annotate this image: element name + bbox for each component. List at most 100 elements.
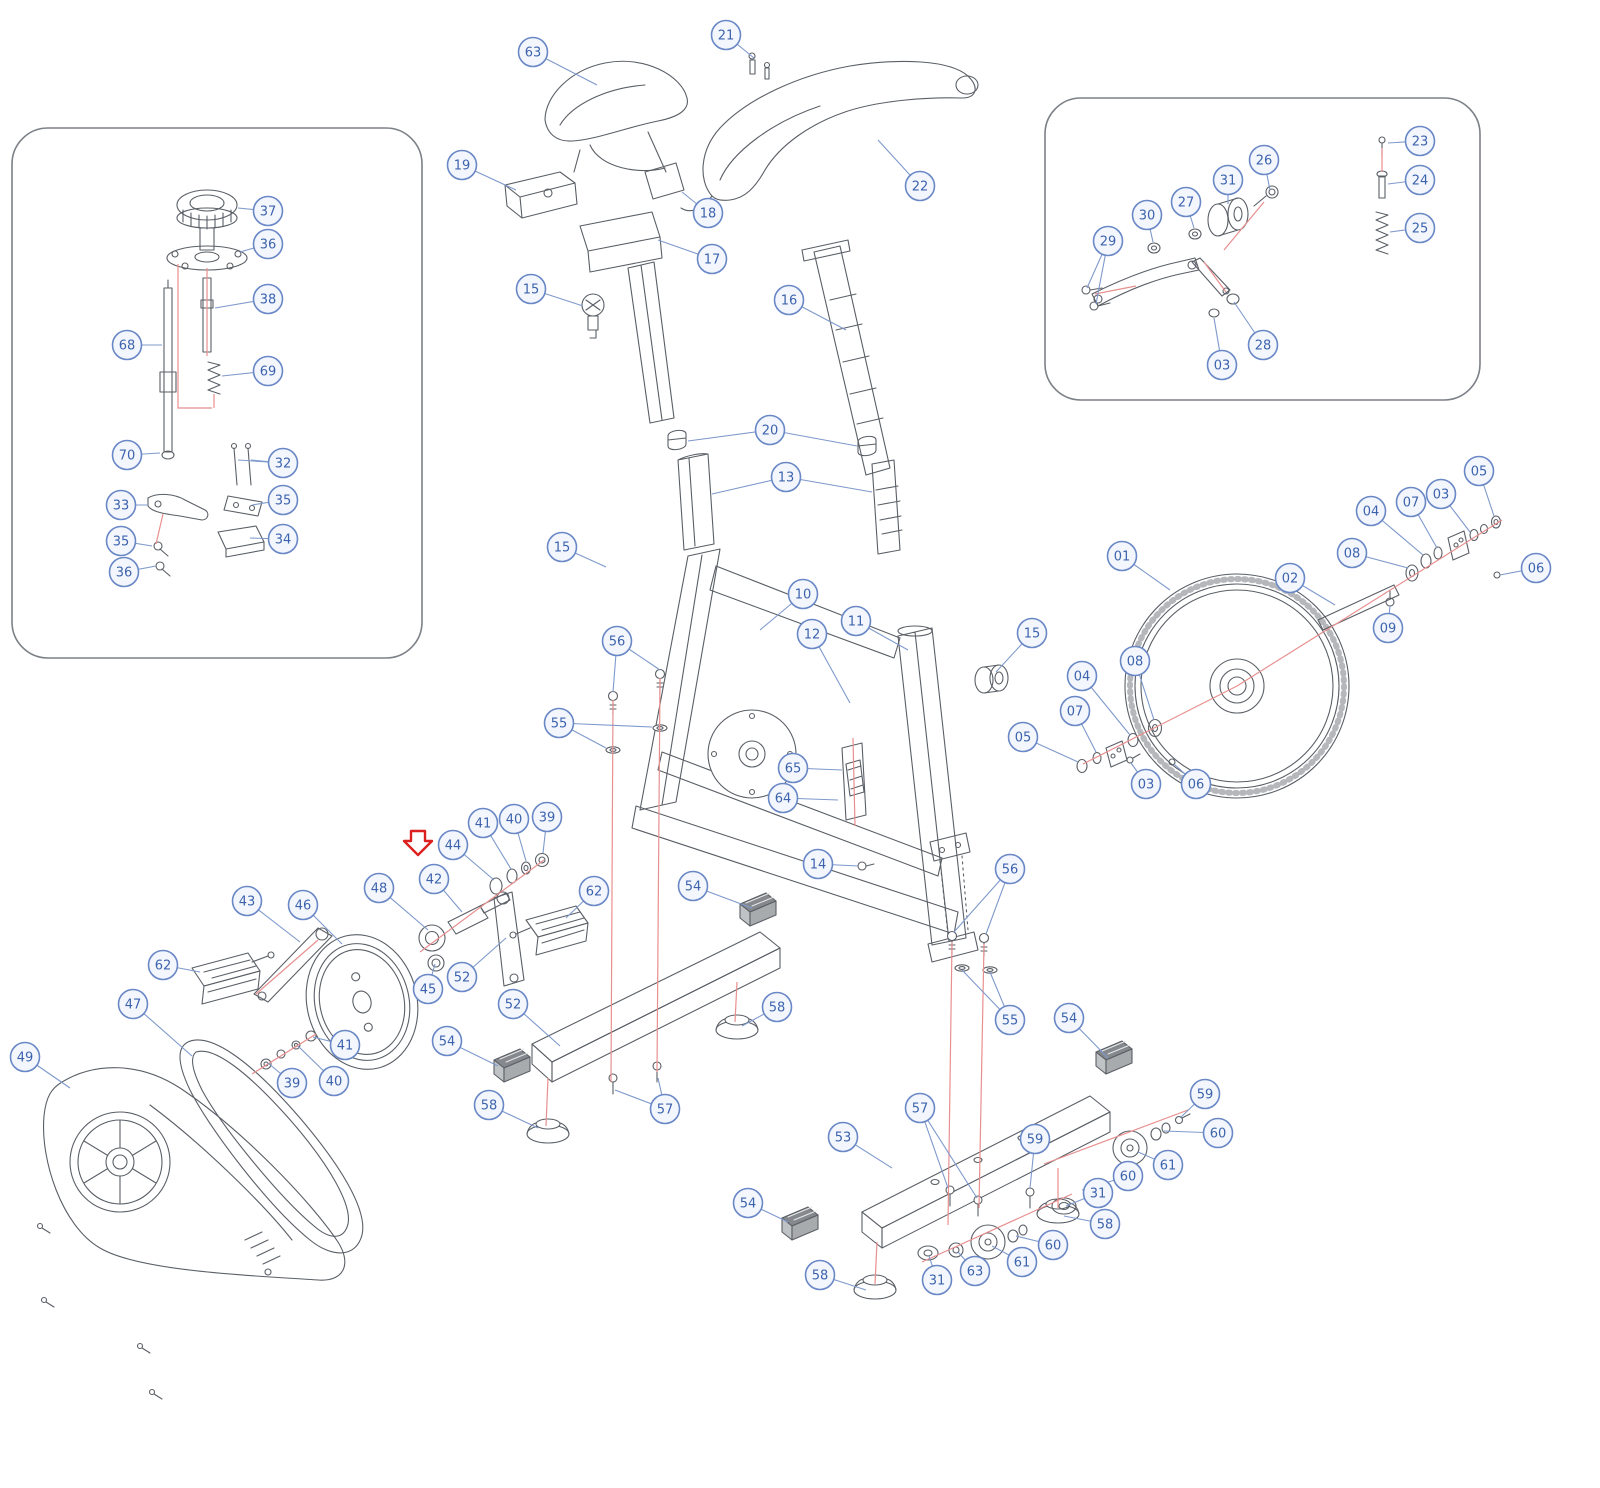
callout-10[interactable]: 10 — [759, 578, 819, 631]
callout-03[interactable]: 03 — [1130, 762, 1162, 800]
callout-18[interactable]: 18 — [681, 191, 724, 229]
callout-23[interactable]: 23 — [1387, 125, 1436, 157]
callout-56[interactable]: 56 — [601, 625, 661, 693]
callout-47[interactable]: 47 — [117, 988, 193, 1057]
callout-04[interactable]: 04 — [1066, 660, 1131, 736]
callout-17[interactable]: 17 — [657, 239, 728, 275]
callout-26[interactable]: 26 — [1248, 144, 1280, 191]
svg-text:55: 55 — [551, 717, 568, 732]
callout-31[interactable]: 31 — [1065, 1177, 1114, 1209]
callout-29[interactable]: 29 — [1086, 225, 1124, 305]
callout-37[interactable]: 37 — [237, 195, 284, 227]
callout-14[interactable]: 14 — [802, 848, 859, 880]
callout-05[interactable]: 05 — [1007, 721, 1079, 763]
callout-35[interactable]: 35 — [251, 484, 299, 516]
callout-06[interactable]: 06 — [1173, 763, 1212, 800]
callout-58[interactable]: 58 — [804, 1259, 867, 1291]
callout-40[interactable]: 40 — [297, 1045, 350, 1097]
callout-41[interactable]: 41 — [312, 1029, 361, 1061]
callout-01[interactable]: 01 — [1106, 540, 1171, 591]
callout-08[interactable]: 08 — [1119, 645, 1155, 721]
callout-06[interactable]: 06 — [1499, 552, 1552, 584]
callout-54[interactable]: 54 — [732, 1187, 789, 1223]
callout-43[interactable]: 43 — [231, 885, 301, 943]
callout-11[interactable]: 11 — [840, 605, 909, 651]
callout-70[interactable]: 70 — [111, 439, 161, 471]
callout-03[interactable]: 03 — [1206, 317, 1238, 381]
callout-69[interactable]: 69 — [221, 355, 284, 387]
callout-21[interactable]: 21 — [710, 19, 755, 59]
callout-34[interactable]: 34 — [249, 523, 299, 555]
callout-41[interactable]: 41 — [467, 807, 512, 870]
callout-59[interactable]: 59 — [1019, 1123, 1051, 1189]
callout-58[interactable]: 58 — [1063, 1208, 1121, 1240]
callout-61[interactable]: 61 — [1137, 1149, 1184, 1181]
callout-25[interactable]: 25 — [1389, 212, 1436, 244]
callout-61[interactable]: 61 — [991, 1245, 1038, 1278]
callout-52[interactable]: 52 — [497, 988, 561, 1047]
callout-60[interactable]: 60 — [1163, 1117, 1234, 1149]
callout-62[interactable]: 62 — [147, 949, 201, 981]
callout-64[interactable]: 64 — [767, 782, 839, 814]
callout-55[interactable]: 55 — [543, 707, 653, 749]
callout-38[interactable]: 38 — [214, 283, 284, 315]
callout-24[interactable]: 24 — [1387, 164, 1436, 196]
callout-08[interactable]: 08 — [1336, 537, 1409, 569]
callout-44[interactable]: 44 — [437, 829, 495, 881]
callout-35[interactable]: 35 — [105, 525, 153, 557]
callout-63[interactable]: 63 — [957, 1251, 991, 1287]
callout-30[interactable]: 30 — [1131, 199, 1163, 243]
callout-22[interactable]: 22 — [877, 139, 936, 202]
callout-55[interactable]: 55 — [961, 969, 1026, 1036]
callout-54[interactable]: 54 — [1053, 1002, 1109, 1059]
callout-36[interactable]: 36 — [239, 228, 284, 260]
callout-68[interactable]: 68 — [111, 329, 163, 361]
callout-02[interactable]: 02 — [1274, 562, 1336, 606]
callout-03[interactable]: 03 — [1425, 478, 1471, 533]
callout-05[interactable]: 05 — [1463, 455, 1495, 517]
callout-57[interactable]: 57 — [904, 1092, 978, 1199]
callout-54[interactable]: 54 — [431, 1025, 499, 1067]
callout-15[interactable]: 15 — [995, 617, 1048, 673]
callout-19[interactable]: 19 — [446, 149, 517, 191]
callout-49[interactable]: 49 — [9, 1041, 71, 1089]
svg-text:09: 09 — [1380, 622, 1397, 637]
callout-59[interactable]: 59 — [1179, 1078, 1221, 1119]
callout-48[interactable]: 48 — [363, 872, 429, 931]
callout-31[interactable]: 31 — [1212, 164, 1244, 205]
callout-07[interactable]: 07 — [1395, 486, 1438, 549]
callout-52[interactable]: 52 — [446, 937, 507, 993]
callout-60[interactable]: 60 — [1015, 1229, 1069, 1261]
callout-33[interactable]: 33 — [105, 489, 149, 521]
callout-42[interactable]: 42 — [418, 863, 463, 913]
callout-39[interactable]: 39 — [531, 801, 563, 854]
callout-39[interactable]: 39 — [267, 1062, 308, 1099]
callout-07[interactable]: 07 — [1059, 695, 1097, 753]
callout-16[interactable]: 16 — [773, 284, 847, 331]
callout-63[interactable]: 63 — [517, 36, 598, 86]
callout-58[interactable]: 58 — [741, 991, 793, 1027]
callout-32[interactable]: 32 — [237, 447, 299, 479]
callout-57[interactable]: 57 — [614, 1077, 681, 1125]
callout-36[interactable]: 36 — [108, 556, 157, 588]
callout-56[interactable]: 56 — [953, 853, 1026, 935]
callout-62[interactable]: 62 — [565, 875, 610, 919]
callout-45[interactable]: 45 — [412, 963, 444, 1005]
flywheel — [1124, 573, 1350, 799]
callout-04[interactable]: 04 — [1355, 495, 1424, 556]
callout-20[interactable]: 20 — [687, 414, 858, 447]
callout-54[interactable]: 54 — [677, 870, 753, 909]
callout-58[interactable]: 58 — [473, 1089, 539, 1129]
callout-15[interactable]: 15 — [546, 531, 607, 568]
callout-27[interactable]: 27 — [1170, 186, 1202, 229]
callout-53[interactable]: 53 — [827, 1121, 893, 1169]
callout-13[interactable]: 13 — [711, 461, 873, 495]
callout-65[interactable]: 65 — [777, 752, 843, 784]
callout-28[interactable]: 28 — [1233, 301, 1279, 361]
callout-12[interactable]: 12 — [796, 618, 851, 704]
callout-09[interactable]: 09 — [1372, 605, 1404, 644]
callout-46[interactable]: 46 — [287, 889, 343, 945]
callout-31[interactable]: 31 — [921, 1255, 953, 1296]
callout-40[interactable]: 40 — [498, 803, 530, 862]
callout-15[interactable]: 15 — [515, 273, 584, 307]
